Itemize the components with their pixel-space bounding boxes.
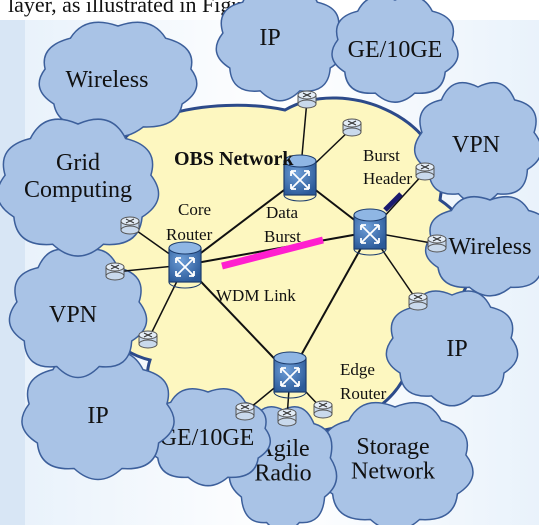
edge-node-icon [120, 216, 140, 235]
edge-node-icon [415, 162, 435, 181]
cloud-ip-right: IP [385, 290, 519, 407]
data-burst-label-line1: Data [266, 203, 299, 222]
cloud-label: GE/10GE [160, 425, 255, 451]
edge-router-icon [273, 351, 307, 399]
cloud-wireless-right: Wireless [424, 195, 539, 297]
cloud-label: IP [259, 25, 280, 51]
wdm-link-label: WDM Link [216, 286, 296, 305]
cloud-label: VPN [49, 302, 97, 328]
caption-text: layer, as illustrated in Figure 1. [8, 0, 282, 17]
obs-network-title: OBS Network [174, 148, 294, 170]
cloud-label: GE/10GE [348, 37, 443, 63]
edge-node-icon [105, 262, 125, 281]
burst-header-label-line1: Burst [363, 146, 400, 165]
link-left-bottom [184, 264, 291, 376]
burst-header-bar [383, 192, 403, 212]
cloud-shape [215, 0, 345, 102]
edge-node-icon [342, 118, 362, 137]
cloud-vpn-left: VPN [8, 248, 148, 379]
edge-router-label-line2: Router [340, 384, 387, 403]
cloud-shape [21, 350, 175, 481]
cloud-label: Storage [356, 434, 429, 460]
edge-router-label-line1: Edge [340, 360, 375, 379]
edge-node-icon [427, 234, 447, 253]
cloud-shape [0, 118, 160, 257]
core-router-label-line2: Router [166, 225, 213, 244]
edge-node-icon [277, 408, 297, 427]
cloud-ip-left: IP [21, 350, 175, 481]
edge-node-icon [297, 90, 317, 109]
core-router-top-icon [283, 154, 317, 202]
core-router-label-line1: Core [178, 200, 211, 219]
cloud-shape [424, 195, 539, 297]
cloud-label: IP [87, 403, 108, 429]
cloud-label: IP [446, 336, 467, 362]
cloud-shape [331, 0, 459, 103]
edge-node-icon [313, 400, 333, 419]
edge-node-icon [235, 402, 255, 421]
cloud-ip-top: IP [215, 0, 345, 102]
data-burst-bar [221, 236, 324, 270]
link-right-bottom [289, 231, 371, 376]
core-router-icon [168, 241, 202, 289]
cloud-vpn-right: VPN [413, 81, 539, 205]
data-burst-label-line2: Burst [264, 227, 301, 246]
cloud-label: VPN [452, 132, 500, 158]
cloud-label: Network [351, 459, 435, 485]
cloud-shape [385, 290, 519, 407]
router-group [168, 154, 387, 399]
cloud-shape [8, 248, 148, 379]
cloud-label: Grid [56, 150, 100, 176]
cloud-label: Wireless [448, 234, 531, 260]
link-left-top [184, 177, 301, 266]
burst-header-label-line2: Header [363, 169, 412, 188]
core-router-right-icon [353, 208, 387, 256]
cloud-ge-top: GE/10GE [331, 0, 459, 103]
edge-node-group [105, 90, 447, 427]
cloud-label: Radio [254, 461, 311, 487]
cloud-label: Computing [24, 177, 132, 203]
cloud-label: Wireless [65, 67, 148, 93]
edge-node-icon [138, 330, 158, 349]
edge-node-icon [408, 292, 428, 311]
